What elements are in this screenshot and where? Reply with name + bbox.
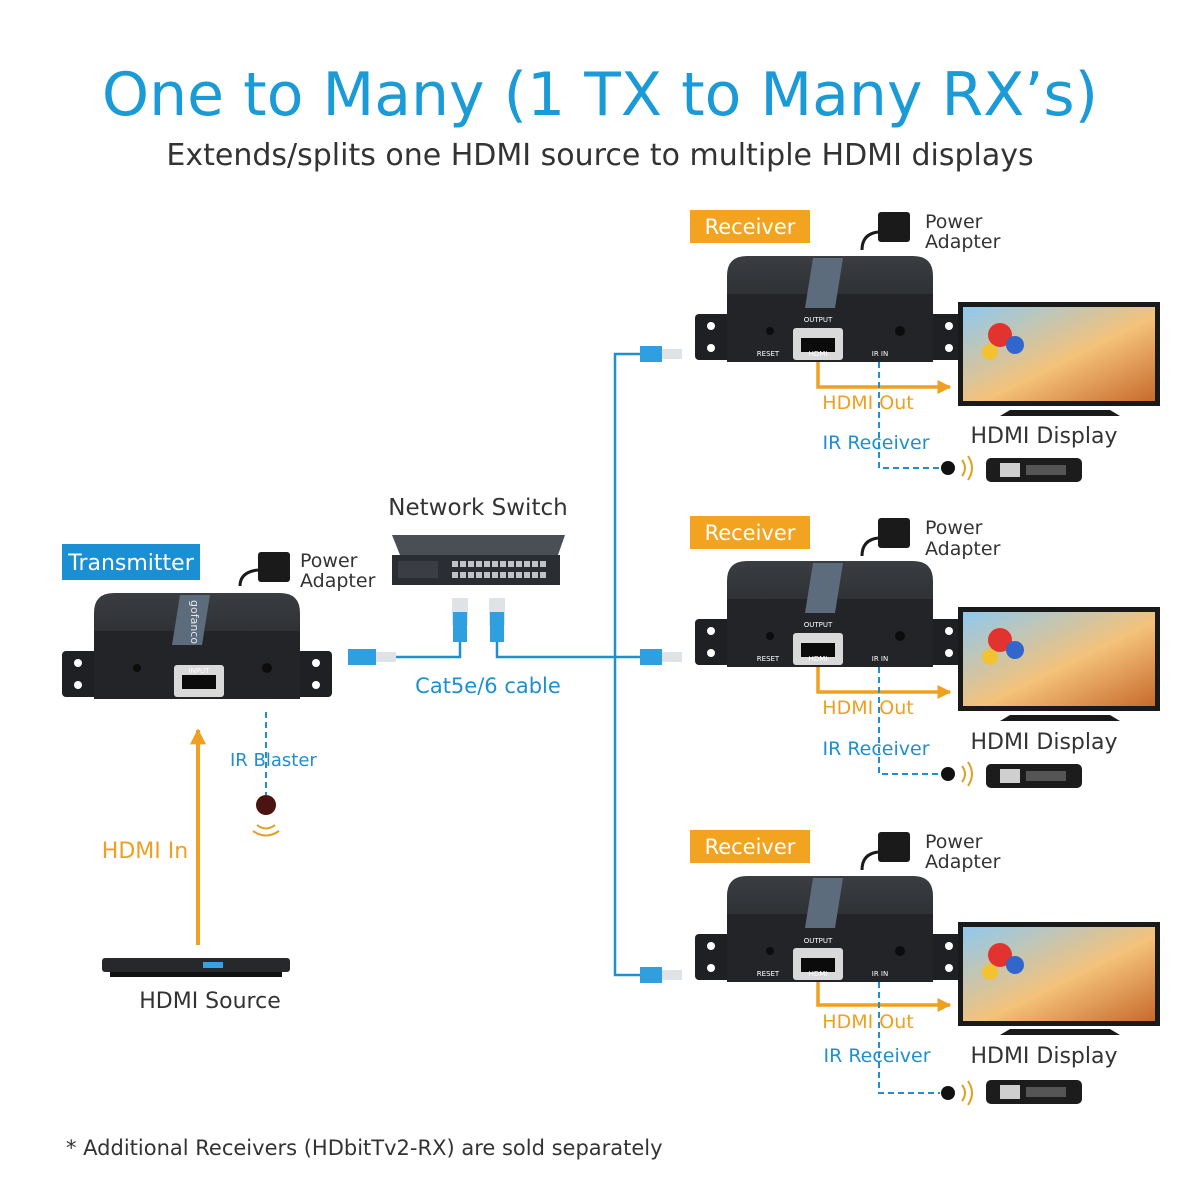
transmitter-power-label-1: Power [300,550,358,572]
power-adapter-icon [878,518,910,548]
hdmi-display-tv [958,607,1160,721]
receiver-tag-label: Receiver [705,215,796,239]
receiver-device [695,876,965,982]
hdmi-display-label: HDMI Display [970,730,1117,755]
output-port-label: OUTPUT [804,937,833,945]
irin-port-label: IR IN [872,970,888,978]
hdmi-out-arrow [816,362,952,394]
hdmi-display-label: HDMI Display [970,424,1117,449]
reset-port-label: RESET [757,655,780,663]
remote-control-icon [986,764,1082,788]
network-switch-label: Network Switch [388,495,567,521]
footnote: * Additional Receivers (HDbitTv2-RX) are… [66,1136,663,1160]
transmitter-brand: gofanco [188,600,201,644]
rj45-connector-rx-1 [640,346,682,362]
remote-control-icon [986,458,1082,482]
cable-label: Cat5e/6 cable [415,674,561,698]
transmitter-power-label-2: Adapter [300,570,376,592]
power-label-2: Adapter [925,538,1001,560]
ir-receiver-line [878,982,940,1094]
receiver-2: Receiver Power Adapter OUTPUT RESET HDMI… [690,516,1160,788]
receiver-device [695,256,965,362]
reset-port-label: RESET [757,350,780,358]
rj45-connector-rx-3 [640,967,682,983]
ir-receiver-label: IR Receiver [823,1045,930,1067]
page-subtitle: Extends/splits one HDMI source to multip… [166,138,1033,173]
hdmi-out-label: HDMI Out [822,392,913,414]
power-label-2: Adapter [925,231,1001,253]
hdmi-out-label: HDMI Out [822,697,913,719]
reset-port-label: RESET [757,970,780,978]
irin-port-label: IR IN [872,350,888,358]
hdmi-in-label: HDMI In [102,839,188,864]
power-adapter-icon [878,212,910,242]
transmitter-power-adapter [238,552,290,587]
hdmi-display-label: HDMI Display [970,1044,1117,1069]
ir-receiver-line [878,667,940,775]
ir-receiver-label: IR Receiver [822,432,929,454]
receiver-tag [690,830,810,863]
network-cables [395,352,640,977]
transmitter-tag [62,544,200,580]
hdmi-display-tv [958,922,1160,1035]
transmitter-irout-label: IR OUT [254,699,279,707]
hdmi-source-label: HDMI Source [139,989,281,1014]
transmitter-reset-label: RESET [132,699,155,707]
hdmi-port-label: HDMI [809,970,828,978]
hdmi-port-label: HDMI [809,350,828,358]
output-port-label: OUTPUT [804,316,833,324]
ir-sensor-icon [941,461,955,475]
power-label-2: Adapter [925,851,1001,873]
ir-blaster-label: IR Blaster [230,750,317,771]
rj45-connector-rx-2 [640,649,682,665]
ir-sensor-icon [941,1086,955,1100]
ir-receiver-label: IR Receiver [822,738,929,760]
receiver-device [695,561,965,667]
power-label-1: Power [925,211,983,233]
rj45-connector-tx [348,649,396,665]
power-label-1: Power [925,517,983,539]
page-title: One to Many (1 TX to Many RX’s) [102,60,1098,130]
hdmi-display-tv [958,302,1160,416]
output-port-label: OUTPUT [804,621,833,629]
network-switch [392,535,565,585]
receiver-tag-label: Receiver [705,521,796,545]
transmitter-input-label: INPUT [189,667,211,675]
transmitter-hdmi-label: HDMI [190,699,209,707]
hdmi-source-player [102,958,290,977]
ir-blaster-emitter [252,795,280,837]
hdmi-out-arrow [816,667,952,699]
receiver-tag [690,210,810,243]
ir-receiver-line [878,362,940,469]
power-label-1: Power [925,831,983,853]
hdmi-port-label: HDMI [809,655,828,663]
receiver-tag [690,516,810,549]
remote-control-icon [986,1080,1082,1104]
power-adapter-icon [878,832,910,862]
ir-sensor-icon [941,767,955,781]
irin-port-label: IR IN [872,655,888,663]
receiver-3: Receiver Power Adapter OUTPUT RESET HDMI… [690,830,1160,1106]
rj45-connector-switch-1 [452,598,468,642]
transmitter-device [62,593,332,699]
hdmi-out-arrow [816,982,952,1012]
transmitter-tag-label: Transmitter [67,551,194,576]
receiver-1: Receiver Power Adapter OUTPUT RESET HDMI… [690,210,1160,482]
hdmi-out-label: HDMI Out [822,1011,913,1033]
rj45-connector-switch-2 [489,598,505,642]
receiver-tag-label: Receiver [705,835,796,859]
